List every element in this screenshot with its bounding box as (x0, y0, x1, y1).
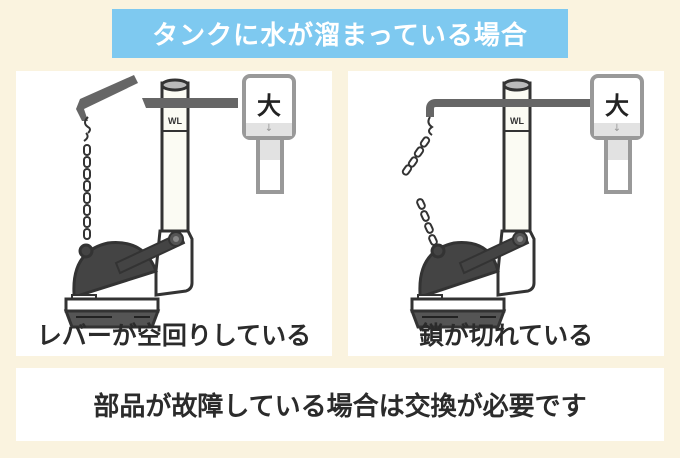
flush-handle-icon: 大 ↓ (242, 74, 296, 194)
flapper-icon (72, 231, 186, 300)
lever-rod-icon (426, 99, 592, 117)
panel-lever-spinning: WL 大 ↓ (16, 71, 332, 356)
title-banner: タンクに水が溜まっている場合 (112, 9, 568, 58)
panel-chain-broken: WL 大 ↓ (348, 71, 664, 356)
svg-text:WL: WL (168, 116, 182, 126)
overflow-pipe-icon: WL (160, 78, 190, 245)
toilet-tank-mechanism-illustration: WL 大 ↓ (401, 74, 644, 329)
flush-handle-icon: 大 ↓ (590, 74, 644, 194)
broken-chain-upper-icon (401, 116, 434, 176)
valve-seat-icon (409, 294, 507, 329)
valve-seat-icon (63, 294, 161, 329)
lever-arm-icon (76, 75, 138, 121)
footer-message: 部品が故障している場合は交換が必要です (93, 392, 587, 422)
broken-chain-lower-icon (416, 198, 438, 246)
footer-message-box: 部品が故障している場合は交換が必要です (16, 368, 664, 441)
panel-caption: レバーが空回りしている (36, 321, 312, 350)
svg-text:大: 大 (605, 92, 629, 120)
lever-rod-icon (142, 98, 238, 108)
panel-caption: 鎖が切れている (418, 321, 594, 350)
svg-text:WL: WL (510, 116, 524, 126)
svg-text:↓: ↓ (265, 123, 273, 134)
chain-icon (83, 116, 91, 240)
flapper-icon (418, 231, 530, 300)
title-text: タンクに水が溜まっている場合 (152, 21, 528, 51)
toilet-tank-mechanism-illustration: WL 大 ↓ (63, 74, 296, 329)
svg-text:↓: ↓ (613, 123, 621, 134)
svg-text:大: 大 (257, 92, 281, 120)
